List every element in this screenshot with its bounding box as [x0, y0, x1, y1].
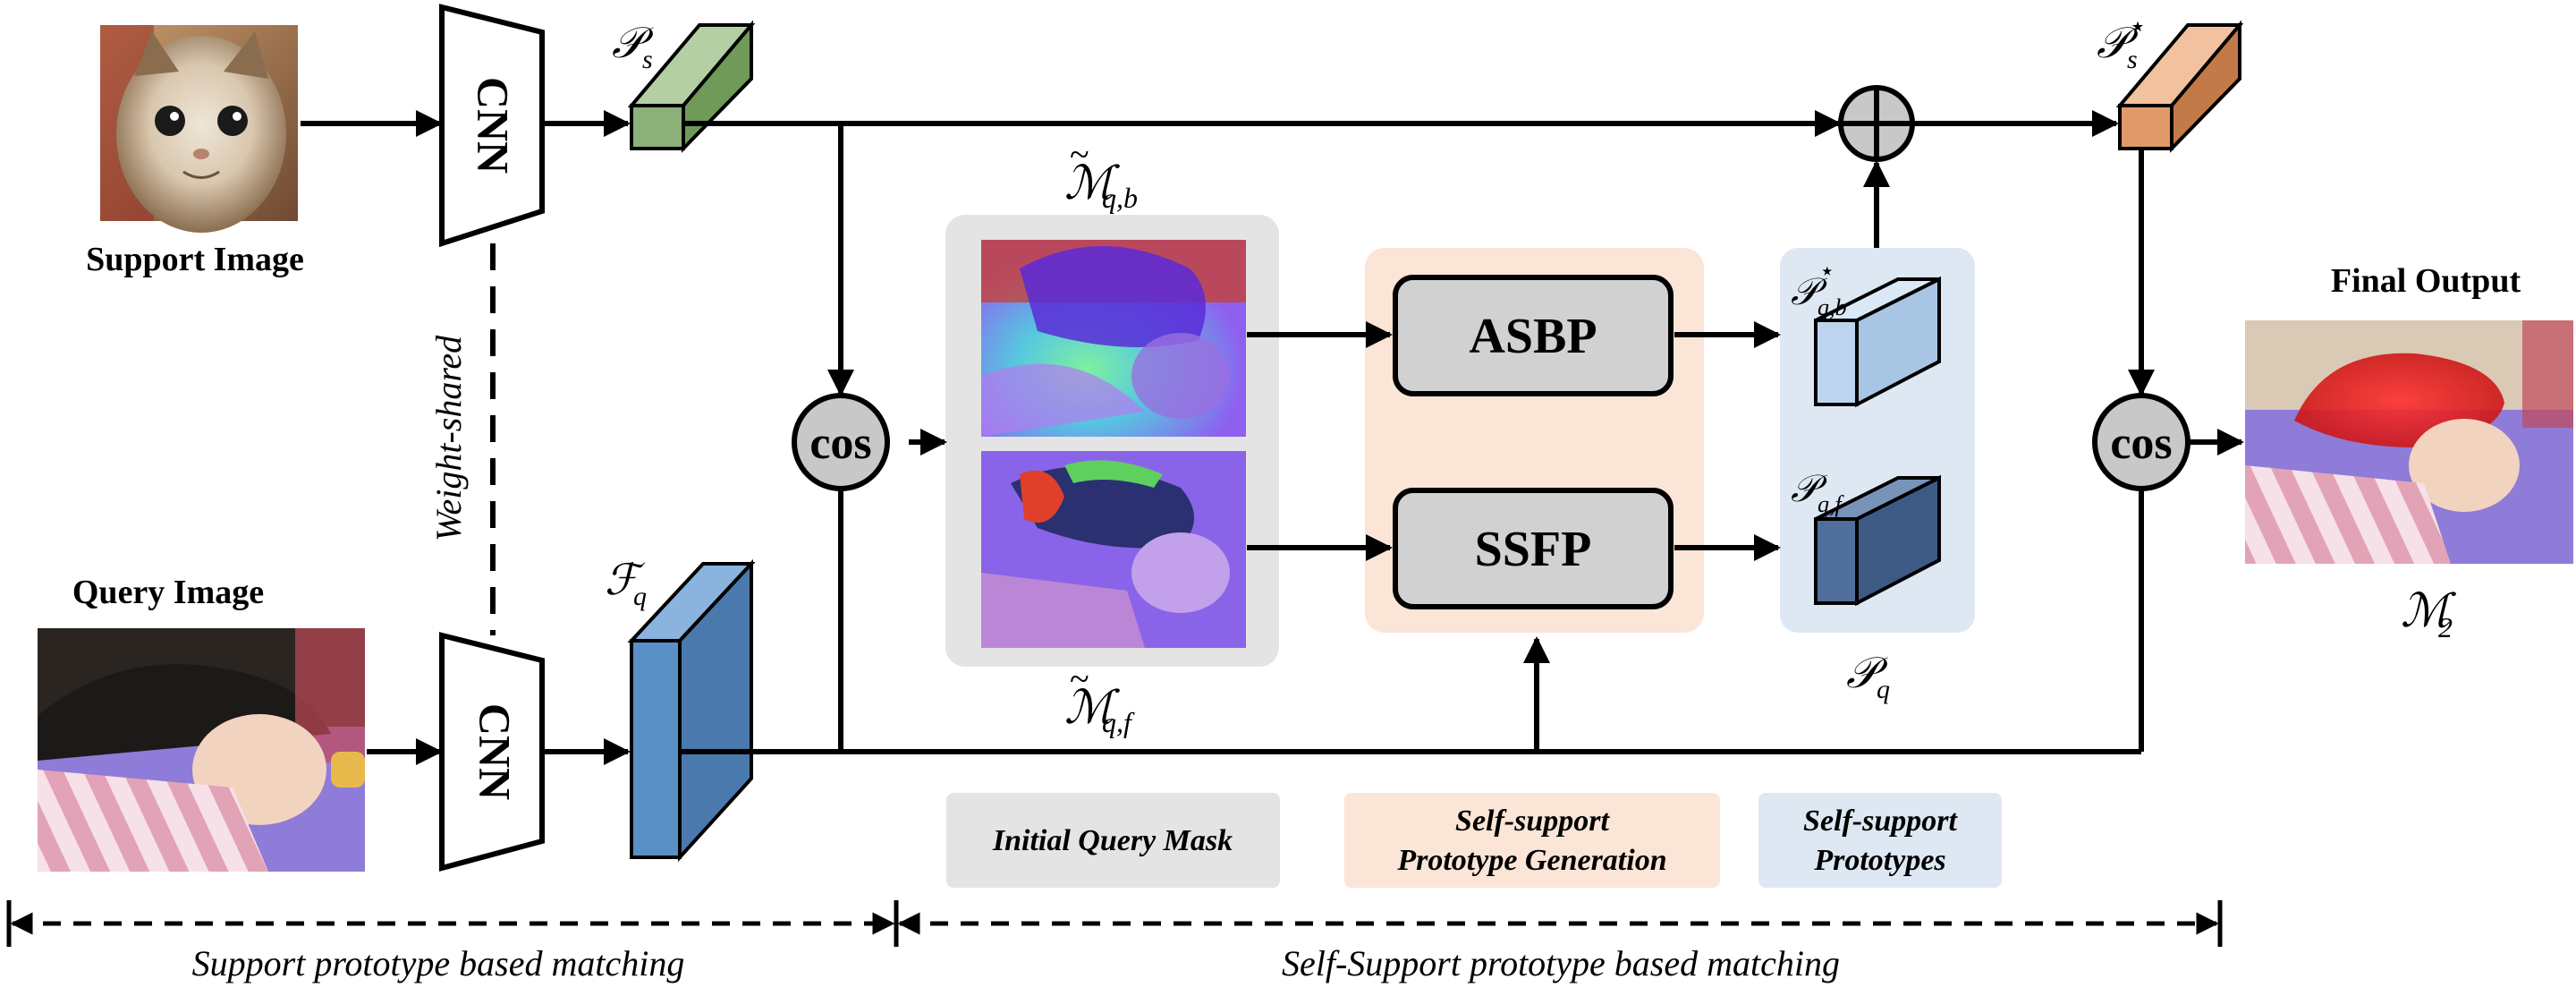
svg-text:ASBP: ASBP — [1469, 309, 1597, 364]
legend-self-support-generation: Self-support Prototype Generation — [1344, 793, 1720, 888]
svg-text:q: q — [633, 582, 647, 611]
svg-text:ℳ: ℳ — [2401, 586, 2456, 637]
cos-node-left: cos — [792, 393, 890, 491]
foreground-mask-image — [981, 451, 1246, 648]
span-self-support-label: Self-Support prototype based matching — [1282, 943, 1840, 983]
svg-text:cos: cos — [809, 418, 871, 469]
svg-text:s: s — [642, 45, 653, 74]
query-image — [38, 628, 365, 872]
query-feature-fq — [627, 558, 756, 863]
query-image-label: Query Image — [72, 574, 264, 611]
mqb-symbol: ℳ ~ q,b — [1064, 134, 1138, 214]
ps-star-symbol: 𝒫 s ⋆ — [2097, 10, 2147, 74]
svg-text:s: s — [2127, 45, 2138, 74]
cnn-top-block: CNN — [439, 4, 545, 248]
mqf-symbol: ℳ ~ q,f — [1064, 659, 1135, 738]
fq-symbol: ℱ q — [605, 557, 647, 611]
legend-self-support-prototypes: Self-support Prototypes — [1758, 793, 2002, 888]
svg-text:ℳ: ℳ — [1064, 683, 1120, 734]
ssfp-block: SSFP — [1393, 488, 1674, 609]
svg-text:Prototypes: Prototypes — [1813, 844, 1945, 877]
svg-text:⋆: ⋆ — [1819, 258, 1835, 285]
weight-shared-label: Weight-shared — [428, 335, 469, 541]
cnn-bottom-block: CNN — [439, 632, 545, 872]
svg-text:Initial Query Mask: Initial Query Mask — [992, 824, 1233, 857]
svg-text:⋆: ⋆ — [2129, 10, 2147, 42]
svg-text:2: 2 — [2438, 611, 2453, 643]
pqb-prototype — [1814, 276, 1941, 408]
svg-text:Self-support: Self-support — [1455, 804, 1610, 838]
svg-text:q,f: q,f — [1102, 706, 1135, 738]
svg-text:Self-support: Self-support — [1803, 804, 1958, 838]
svg-text:CNN: CNN — [470, 703, 521, 800]
support-prototype-ps — [627, 20, 756, 153]
svg-text:q,b: q,b — [1818, 294, 1847, 320]
svg-text:ℳ: ℳ — [1064, 158, 1120, 209]
refined-support-prototype — [2115, 20, 2244, 153]
cos-node-right: cos — [2092, 393, 2190, 491]
svg-text:q,b: q,b — [1102, 182, 1138, 214]
plus-node — [1838, 85, 1915, 162]
final-output-image — [2245, 320, 2573, 564]
pqb-symbol: 𝒫 ⋆ q,b — [1791, 258, 1847, 320]
svg-text:SSFP: SSFP — [1475, 522, 1592, 577]
support-image — [100, 25, 298, 233]
svg-text:cos: cos — [2110, 418, 2172, 469]
svg-text:~: ~ — [1070, 134, 1089, 175]
m2-symbol: ℳ 2 — [2401, 586, 2456, 643]
background-mask-image — [981, 240, 1246, 437]
legend-initial-query-mask: Initial Query Mask — [946, 793, 1280, 888]
svg-text:Prototype Generation: Prototype Generation — [1396, 844, 1666, 877]
pqf-prototype — [1814, 474, 1941, 607]
ps-symbol: 𝒫 s — [612, 20, 654, 74]
svg-text:CNN: CNN — [469, 77, 519, 174]
pq-symbol: 𝒫 q — [1846, 650, 1890, 704]
final-output-label: Final Output — [2331, 262, 2521, 300]
asbp-block: ASBP — [1393, 275, 1674, 396]
support-image-label: Support Image — [86, 241, 304, 278]
span-support-label: Support prototype based matching — [192, 943, 685, 983]
svg-text:~: ~ — [1070, 659, 1089, 699]
svg-text:q: q — [1877, 675, 1890, 704]
svg-text:q,f: q,f — [1818, 491, 1845, 517]
